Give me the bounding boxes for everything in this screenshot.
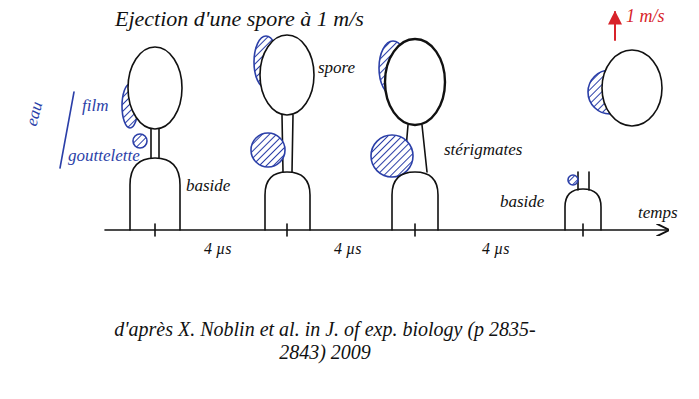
basidium-shape — [392, 172, 438, 230]
part-label: baside — [500, 192, 544, 212]
part-label: gouttelette — [68, 146, 140, 166]
figure-title: Ejection d'une spore à 1 m/s — [115, 6, 364, 31]
water-droplet — [371, 135, 413, 177]
axis-tick — [414, 224, 416, 236]
velocity-arrow — [614, 12, 616, 40]
water-droplet — [568, 175, 578, 185]
water-droplet — [251, 133, 285, 167]
spore-shape — [385, 39, 445, 125]
part-label: 1 m/s — [626, 6, 665, 27]
axis-tick — [154, 224, 156, 236]
part-label: stérigmates — [444, 140, 522, 160]
spore-shape — [602, 50, 662, 126]
part-label: 4 µs — [204, 240, 231, 258]
part-label: 4 µs — [334, 240, 361, 258]
source-caption: d'après X. Noblin et al. in J. of exp. b… — [100, 318, 550, 364]
basidium-shape — [565, 189, 601, 230]
sterigma — [588, 172, 590, 190]
part-label: 4 µs — [482, 240, 509, 258]
spore-shape — [128, 47, 182, 129]
part-label: film — [82, 96, 108, 116]
sterigma — [158, 129, 160, 158]
water-droplet — [133, 134, 147, 148]
sterigma — [292, 115, 293, 172]
part-label: eau — [22, 99, 47, 128]
axis-tick — [582, 224, 584, 236]
sterigma — [422, 125, 427, 172]
spore-shape — [260, 35, 314, 115]
basidium-shape — [265, 172, 310, 230]
part-label: baside — [186, 176, 230, 196]
basidium-shape — [130, 158, 180, 230]
part-label: spore — [318, 58, 355, 78]
axis-tick — [286, 224, 288, 236]
sterigma — [150, 129, 152, 158]
part-label: temps — [638, 203, 678, 223]
